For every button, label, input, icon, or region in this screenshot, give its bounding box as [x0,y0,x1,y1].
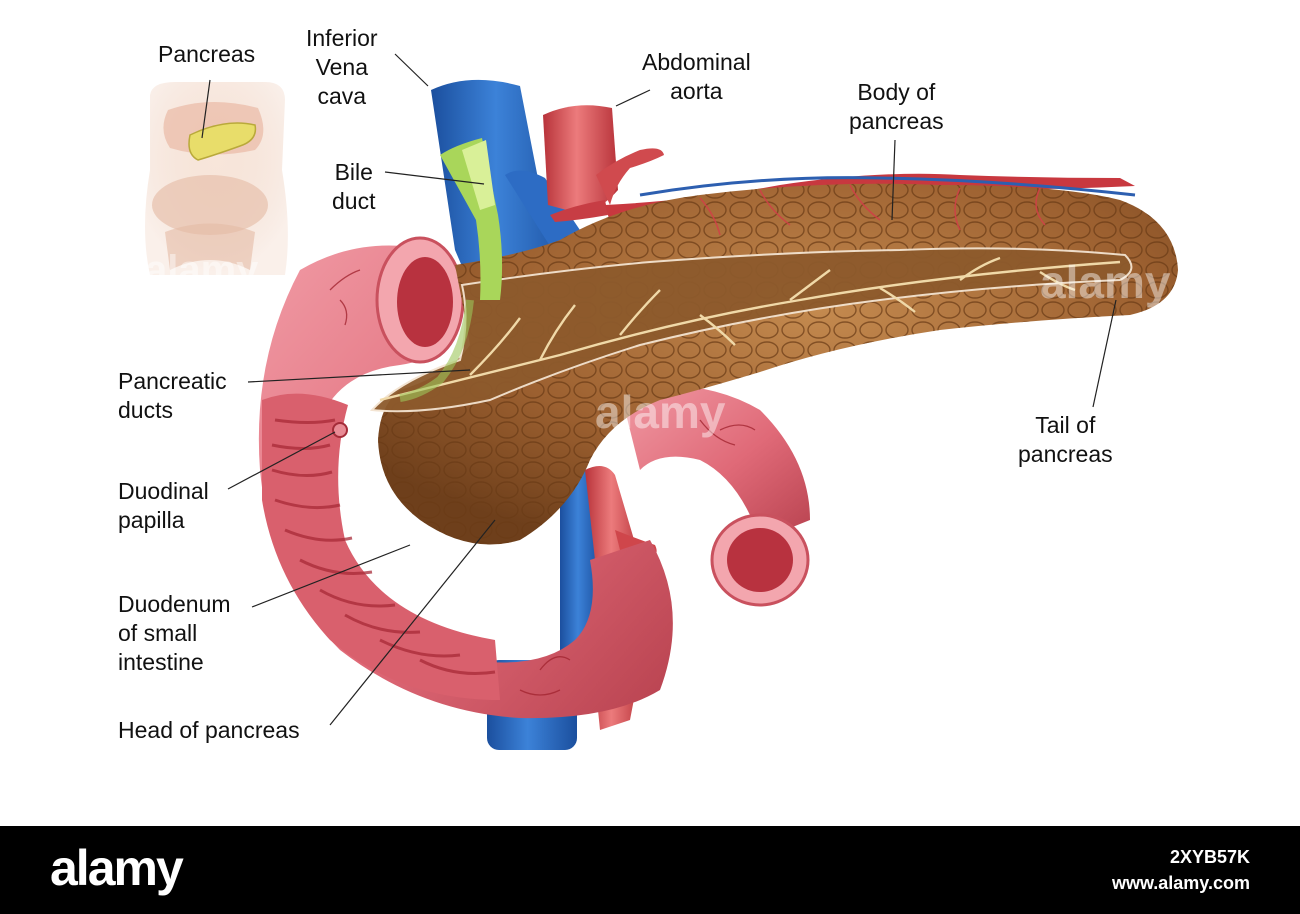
label-tail-of-pancreas: Tail of pancreas [1018,411,1113,469]
label-head-of-pancreas: Head of pancreas [118,717,300,743]
label-duodenum: Duodenum of small intestine [118,590,231,677]
label-line: of small [118,620,198,646]
watermark-inset: alamy [145,248,259,292]
label-line: intestine [118,649,204,675]
bile-duct [399,138,503,402]
label-line: aorta [670,78,723,104]
label-line: Vena [315,54,369,80]
label-line: Abdominal [642,49,751,75]
label-line: Pancreatic [118,368,227,394]
label-duodinal-papilla: Duodinal papilla [118,477,209,535]
site-url[interactable]: www.alamy.com [1111,873,1250,893]
watermark-right: alamy [1040,256,1171,308]
inset-leader-line [201,79,211,139]
label-body-of-pancreas: Body of pancreas [849,78,944,136]
label-line: Bile [334,159,373,185]
leader-lines [227,53,1117,726]
pancreas-illustration: alamy alamy alamy [145,53,1178,750]
watermark-center: alamy [595,386,726,438]
label-abdominal-aorta: Abdominal aorta [642,48,751,106]
label-inset-pancreas: Pancreas [158,41,256,67]
label-line: duct [332,188,376,214]
label-line: cava [317,83,367,109]
duodenum [258,236,810,719]
pancreas [369,183,1178,545]
label-line: Tail of [1035,412,1096,438]
label-line: ducts [118,397,173,423]
footer-band: alamy 2XYB57K www.alamy.com [0,826,1300,914]
image-id: 2XYB57K [1169,847,1250,867]
label-bile-duct: Bile duct [332,158,375,216]
label-line: papilla [118,507,185,533]
label-pancreatic-ducts: Pancreatic ducts [118,367,227,425]
label-line: Duodinal [118,478,209,504]
inset-torso [145,79,288,275]
label-inferior-vena-cava: Inferior Vena cava [306,24,378,111]
label-line: Inferior [306,25,378,51]
pancreatic-duct-lines [379,256,1121,402]
label-line: pancreas [1018,441,1113,467]
label-line: pancreas [849,108,944,134]
duodenal-papilla-mark [332,422,348,438]
label-line: Body of [857,79,936,105]
label-line: Duodenum [118,591,231,617]
brand-logo[interactable]: alamy [50,840,184,896]
